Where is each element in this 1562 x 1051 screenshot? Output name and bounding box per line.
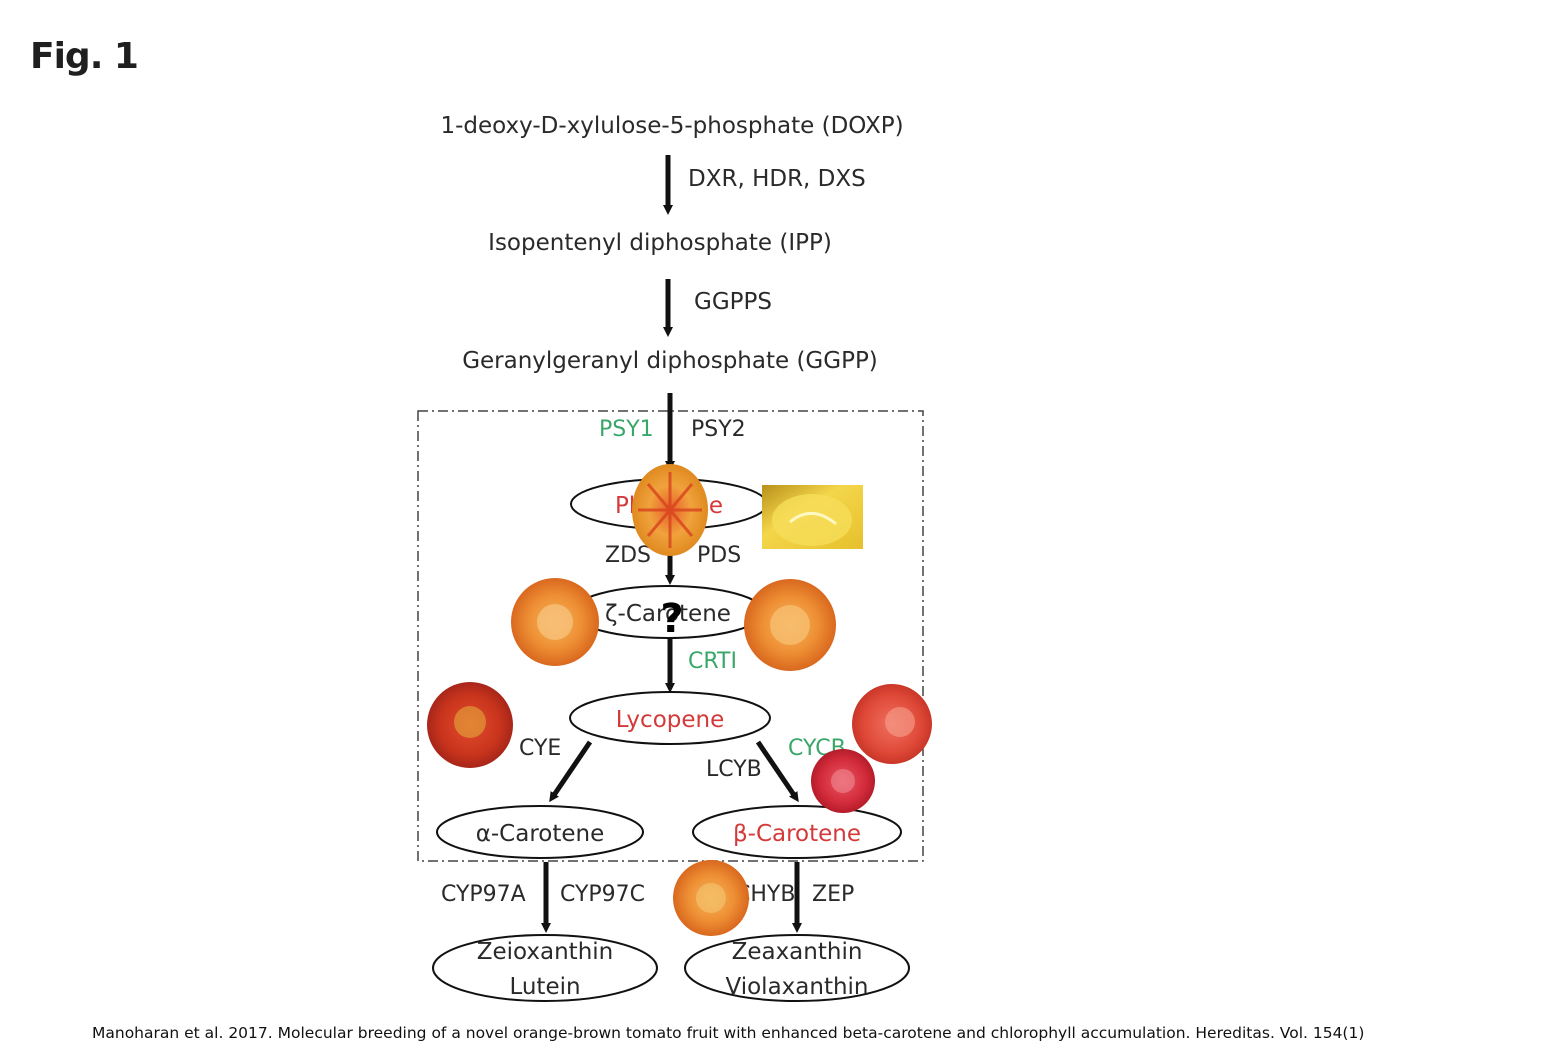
node-lutein: Lutein (509, 974, 580, 1000)
arrow-lycopene-beta (755, 740, 799, 803)
tomato-slice-red-small (811, 749, 875, 813)
node-alpha-carotene: α-Carotene (476, 821, 605, 847)
tomato-slice-red-right (852, 684, 932, 764)
arrow-lycopene-alpha (549, 740, 593, 803)
node-violaxanthin: Violaxanthin (725, 974, 868, 1000)
enzyme-psy1: PSY1 (599, 417, 654, 442)
node-ggpp: Geranylgeranyl diphosphate (GGPP) (462, 348, 878, 374)
question-mark: ? (660, 596, 683, 642)
tomato-slice-orange-left (511, 578, 599, 666)
tomato-slice-red-left (427, 682, 513, 768)
enzyme-ggpps: GGPPS (694, 289, 772, 315)
enzyme-cyp97c: CYP97C (560, 882, 645, 907)
figure-label: Fig. 1 (30, 36, 139, 77)
node-alpha-carotene-oval (436, 805, 644, 859)
figure-caption: Manoharan et al. 2017. Molecular breedin… (92, 1024, 1365, 1042)
node-zeioxanthin: Zeioxanthin (477, 939, 614, 965)
node-zeioxanthin-lutein-oval (432, 934, 658, 1002)
node-zeaxanthin: Zeaxanthin (732, 939, 863, 965)
node-zeta-carotene: ζ-Carotene (605, 601, 731, 627)
enzyme-zep: ZEP (812, 882, 854, 907)
node-zeaxanthin-violaxanthin-oval (684, 934, 910, 1002)
tomato-slice-orange-bottom (673, 860, 749, 936)
tomato-slice-orange-right (744, 579, 836, 671)
enzyme-zds: ZDS (605, 543, 651, 568)
tomato-slice-orange-phytoene (632, 464, 708, 556)
node-ipp: Isopentenyl diphosphate (IPP) (488, 230, 832, 256)
node-doxp: 1-deoxy-D-xylulose-5-phosphate (DOXP) (440, 113, 903, 139)
enzyme-lcyb: LCYB (706, 757, 762, 782)
node-beta-carotene-oval (692, 805, 902, 859)
enzyme-cye: CYE (519, 736, 561, 761)
enzyme-psy2: PSY2 (691, 417, 746, 442)
dashed-boundary-box (417, 410, 924, 862)
enzyme-cyp97a: CYP97A (441, 882, 526, 907)
node-beta-carotene: β-Carotene (733, 821, 861, 847)
enzyme-pds: PDS (697, 543, 741, 568)
tomato-slice-yellow (762, 485, 863, 549)
node-lycopene-oval (569, 691, 771, 745)
enzyme-crti: CRTI (688, 649, 737, 674)
arrows (541, 155, 802, 933)
node-lycopene: Lycopene (616, 707, 725, 733)
enzyme-dxr-hdr-dxs: DXR, HDR, DXS (688, 166, 866, 192)
